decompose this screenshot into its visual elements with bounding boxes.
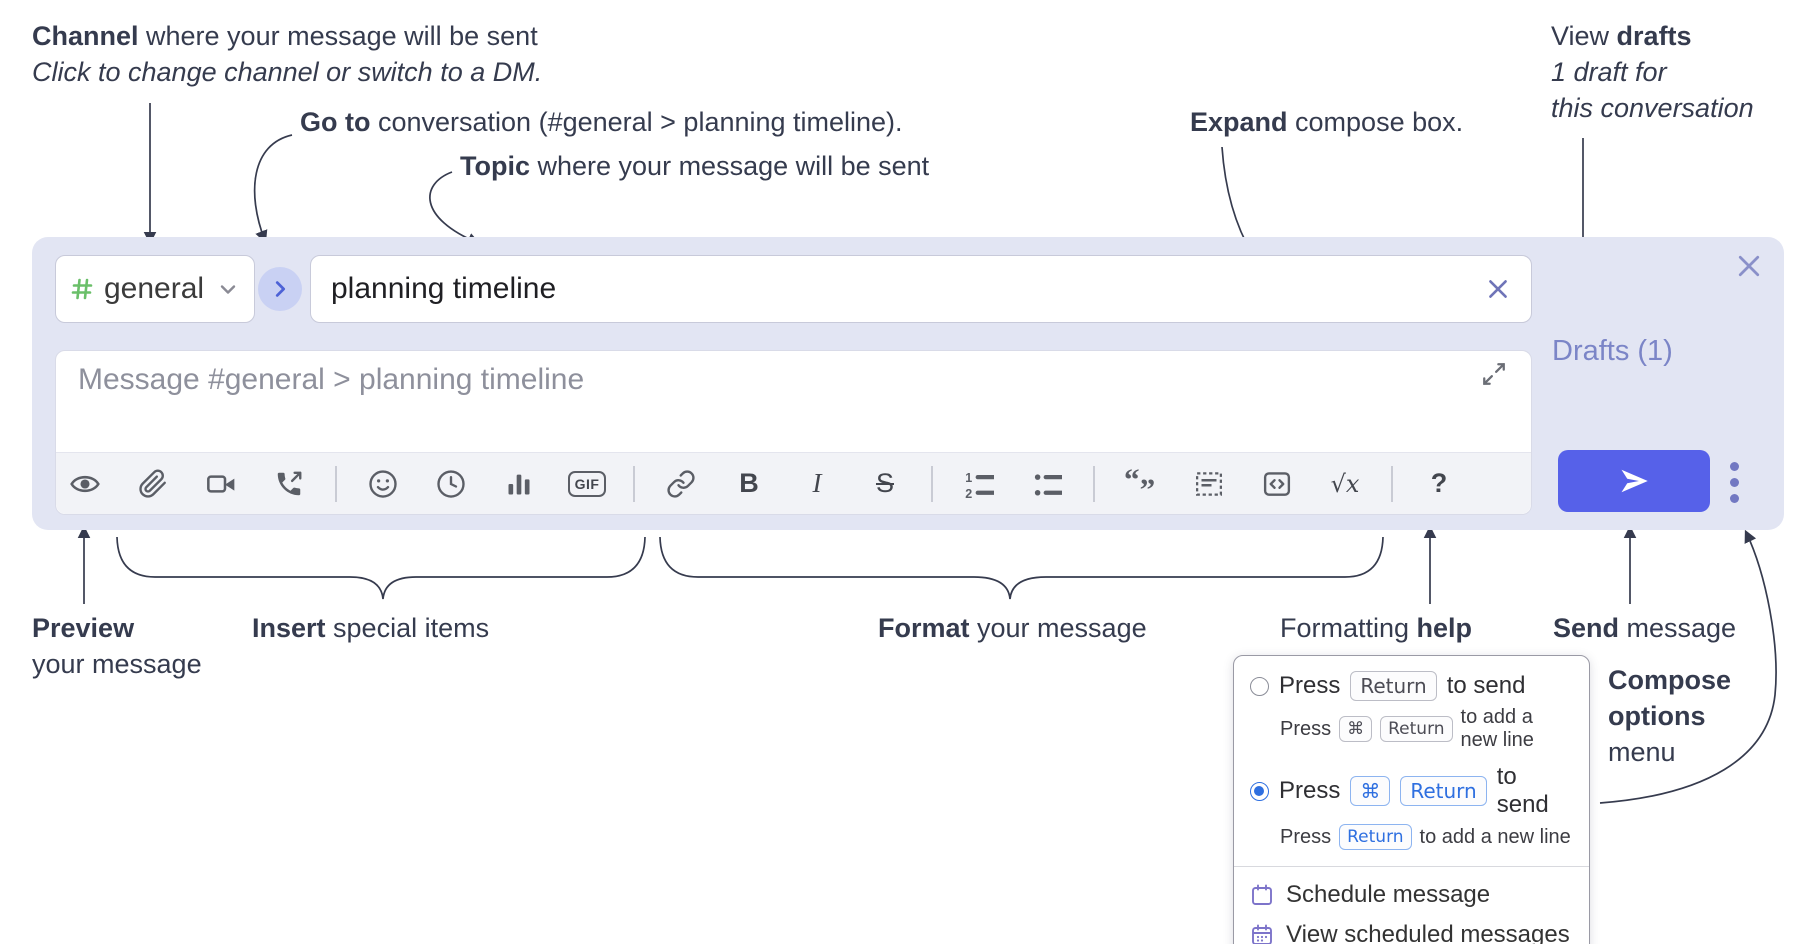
bold-icon[interactable]: B	[739, 468, 759, 498]
time-icon[interactable]	[429, 462, 473, 506]
message-input[interactable]: Message #general > planning timeline	[55, 350, 1532, 515]
annotation-topic: Topic where your message will be sent	[460, 151, 930, 181]
option-cmd-return-to-send[interactable]: Press ⌘ Return to send	[1234, 760, 1589, 822]
menu-item-schedule-message[interactable]: Schedule message	[1234, 875, 1589, 915]
drafts-link[interactable]: Drafts (1)	[1552, 335, 1673, 367]
svg-text:”: ”	[1140, 471, 1156, 500]
key-return: Return	[1380, 716, 1453, 742]
key-return: Return	[1339, 824, 1412, 850]
key-cmd: ⌘	[1350, 776, 1391, 806]
channel-name: general	[104, 272, 205, 305]
annotation-goto: Go to conversation (#general > planning …	[300, 107, 903, 137]
link-icon[interactable]	[659, 462, 703, 506]
toolbar-divider	[1093, 465, 1095, 502]
annotation-expand: Expand compose box.	[1190, 107, 1464, 137]
math-icon[interactable]: √x	[1330, 469, 1360, 498]
send-button[interactable]	[1558, 450, 1710, 512]
menu-item-view-scheduled[interactable]: View scheduled messages	[1234, 915, 1589, 944]
compose-toolbar: GIF B I S 1 2	[56, 452, 1531, 514]
spoiler-icon[interactable]	[1187, 462, 1231, 506]
annotation-channel: Channel where your message will be sent …	[32, 21, 543, 87]
chevron-right-icon	[269, 278, 291, 300]
channel-selector[interactable]: general	[55, 255, 255, 323]
brace-insert	[116, 536, 646, 600]
svg-text:1: 1	[965, 471, 972, 485]
radio-unselected[interactable]	[1250, 676, 1269, 696]
annotation-format: Format your message	[878, 613, 1147, 643]
expand-compose-icon[interactable]	[1479, 359, 1509, 389]
toolbar-divider	[335, 465, 337, 502]
radio-selected[interactable]	[1250, 781, 1269, 801]
annotation-formatting-help: Formatting help	[1280, 613, 1473, 643]
gif-icon[interactable]: GIF	[565, 462, 609, 506]
annotation-compose-options: Compose options menu	[1608, 665, 1732, 767]
poll-icon[interactable]	[497, 462, 541, 506]
toolbar-divider	[1391, 465, 1393, 502]
topic-value: planning timeline	[331, 272, 557, 305]
attach-file-icon[interactable]	[131, 462, 175, 506]
code-icon[interactable]	[1255, 462, 1299, 506]
toolbar-divider	[931, 465, 933, 502]
quote-icon[interactable]: “ ”	[1119, 462, 1163, 506]
audio-call-icon[interactable]	[267, 462, 311, 506]
bulleted-list-icon[interactable]	[1025, 462, 1069, 506]
calendar-icon	[1250, 883, 1274, 907]
connector-goto	[253, 134, 293, 244]
strikethrough-icon[interactable]: S	[875, 468, 894, 498]
key-return: Return	[1350, 671, 1437, 701]
topic-input[interactable]: planning timeline	[310, 255, 1532, 323]
annotation-insert: Insert special items	[252, 613, 490, 643]
key-return: Return	[1400, 776, 1487, 806]
menu-divider	[1234, 866, 1589, 867]
toolbar-divider	[633, 465, 635, 502]
option-cmd-return-to-send-sub: Press Return to add a new line	[1234, 822, 1589, 858]
go-to-conversation-button[interactable]	[258, 267, 302, 311]
compose-options-menu: Press Return to send Press ⌘ Return to a…	[1233, 655, 1590, 944]
preview-icon[interactable]	[63, 462, 107, 506]
compose-box: general planning timeline Drafts (1) Mes…	[32, 237, 1784, 530]
send-icon	[1619, 466, 1649, 496]
annotation-send: Send message	[1553, 613, 1737, 643]
option-return-to-send-sub: Press ⌘ Return to add a new line	[1280, 706, 1534, 751]
compose-options-button[interactable]	[1724, 455, 1744, 509]
italic-icon[interactable]: I	[812, 468, 822, 498]
calendar-grid-icon	[1250, 923, 1274, 944]
option-return-to-send[interactable]: Press Return to send	[1234, 668, 1589, 704]
message-placeholder: Message #general > planning timeline	[78, 363, 585, 396]
annotation-preview: Preview your message	[32, 613, 202, 679]
annotation-view-drafts: View drafts 1 draft for this conversatio…	[1551, 21, 1754, 123]
video-call-icon[interactable]	[199, 462, 243, 506]
close-compose-icon[interactable]	[1732, 249, 1766, 283]
brace-format	[659, 536, 1384, 600]
svg-text:“: “	[1124, 467, 1140, 497]
svg-text:2: 2	[965, 486, 972, 498]
help-icon[interactable]: ?	[1430, 468, 1448, 498]
chevron-down-icon	[216, 277, 240, 301]
key-cmd: ⌘	[1339, 716, 1373, 742]
channel-hash-icon	[70, 277, 94, 301]
emoji-icon[interactable]	[361, 462, 405, 506]
numbered-list-icon[interactable]: 1 2	[957, 462, 1001, 506]
clear-topic-icon[interactable]	[1485, 276, 1511, 302]
